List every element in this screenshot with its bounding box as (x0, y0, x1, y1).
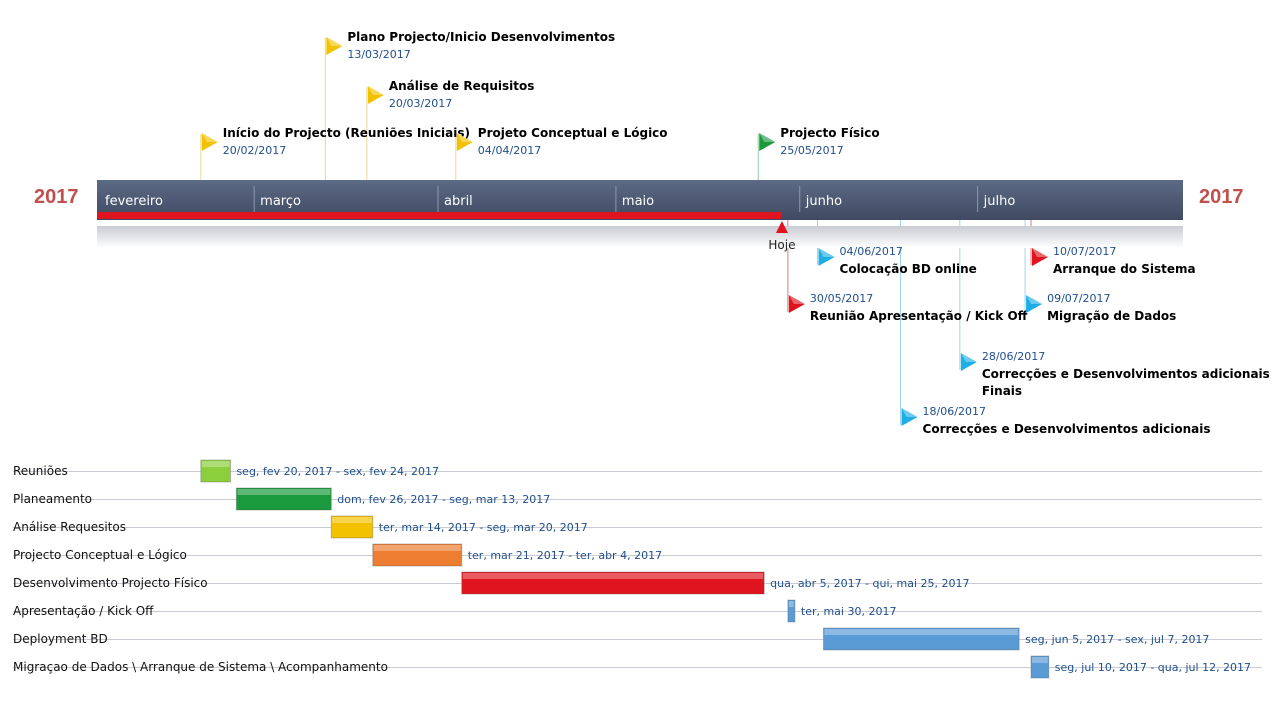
milestone-flag-highlight (759, 133, 776, 142)
milestone-flag-icon (1032, 248, 1049, 266)
milestone-title: Início do Projecto (Reuniões Iniciais) (223, 126, 470, 140)
milestone-flag-highlight (1032, 248, 1049, 257)
task-bar-highlight (201, 461, 230, 467)
milestone-flag-highlight (456, 133, 473, 142)
milestone-flag-highlight (201, 133, 218, 142)
task-bar-highlight (237, 489, 331, 495)
timeline-bar-shadow (97, 226, 1183, 248)
milestone-flag-icon (326, 37, 343, 55)
task-date-range: ter, mar 21, 2017 - ter, abr 4, 2017 (468, 549, 662, 562)
milestone-title: Colocação BD online (840, 262, 977, 276)
task-date-range: dom, fev 26, 2017 - seg, mar 13, 2017 (337, 493, 550, 506)
milestone-flag-highlight (818, 248, 835, 257)
month-label: abril (444, 194, 473, 209)
milestone-title: Correcções e Desenvolvimentos adicionais (923, 422, 1211, 436)
milestone-date: 28/06/2017 (982, 350, 1045, 363)
month-label: julho (983, 194, 1016, 209)
milestone-date: 20/02/2017 (223, 144, 286, 157)
milestone-flag-highlight (326, 37, 343, 46)
milestone-title: Finais (982, 384, 1022, 398)
task-bar (1030, 655, 1050, 679)
task-label: Análise Requesitos (13, 520, 126, 534)
milestone-flag-icon (960, 353, 977, 371)
milestone-date: 10/07/2017 (1053, 245, 1116, 258)
task-label: Apresentação / Kick Off (13, 604, 154, 618)
month-label: junho (805, 194, 842, 209)
task-date-range: seg, fev 20, 2017 - sex, fev 24, 2017 (236, 465, 439, 478)
task-bar-highlight (788, 601, 794, 607)
year-label-left: 2017 (34, 186, 79, 208)
task-label: Deployment BD (13, 632, 108, 646)
milestone-date: 18/06/2017 (923, 405, 986, 418)
today-progress-bar (97, 212, 782, 219)
task-bar (330, 515, 374, 539)
milestone-date: 09/07/2017 (1047, 292, 1110, 305)
task-label: Desenvolvimento Projecto Físico (13, 576, 208, 590)
milestone-flag-icon (201, 133, 218, 151)
month-label: fevereiro (105, 194, 163, 209)
milestone-date: 25/05/2017 (780, 144, 843, 157)
task-bar (372, 543, 463, 567)
task-bar (822, 627, 1020, 651)
year-label-right: 2017 (1199, 186, 1244, 208)
task-label: Projecto Conceptual e Lógico (13, 548, 187, 562)
milestone-title: Migração de Dados (1047, 309, 1176, 323)
task-label: Reuniões (13, 464, 68, 478)
milestone-flag-highlight (901, 408, 918, 417)
milestone-date: 04/06/2017 (840, 245, 903, 258)
task-label: Planeamento (13, 492, 92, 506)
task-bar-highlight (824, 629, 1019, 635)
task-bar-highlight (462, 573, 764, 579)
today-marker (775, 221, 788, 233)
task-label: Migraçao de Dados \ Arranque de Sistema … (13, 660, 388, 674)
milestone-flag-highlight (1026, 295, 1043, 304)
milestone-title: Plano Projecto/Inicio Desenvolvimentos (347, 30, 615, 44)
milestone-date: 20/03/2017 (389, 97, 452, 110)
milestone-title: Correcções e Desenvolvimentos adicionais (982, 367, 1270, 381)
milestone-title: Projecto Físico (780, 126, 879, 140)
month-label: maio (622, 194, 654, 209)
milestone-title: Análise de Requisitos (389, 79, 535, 93)
milestone-flag-highlight (367, 86, 384, 95)
milestone-date: 13/03/2017 (347, 48, 410, 61)
milestone-flag-highlight (960, 353, 977, 362)
milestone-flag-icon (456, 133, 473, 151)
task-bar (200, 459, 231, 483)
task-date-range: ter, mai 30, 2017 (801, 605, 897, 618)
milestone-flag-highlight (788, 295, 805, 304)
milestone-title: Projeto Conceptual e Lógico (478, 126, 668, 140)
milestone-title: Reunião Apresentação / Kick Off (810, 309, 1028, 323)
task-bar (461, 571, 765, 595)
task-bar (787, 599, 796, 623)
milestone-flag-icon (759, 133, 776, 151)
milestone-flag-icon (788, 295, 805, 313)
task-bar-highlight (373, 545, 461, 551)
task-date-range: seg, jul 10, 2017 - qua, jul 12, 2017 (1055, 661, 1251, 674)
month-label: março (260, 194, 301, 209)
task-date-range: qua, abr 5, 2017 - qui, mai 25, 2017 (770, 577, 969, 590)
milestone-flag-icon (818, 248, 835, 266)
milestone-flag-icon (901, 408, 918, 426)
milestone-flag-icon (367, 86, 384, 104)
task-bar-highlight (1032, 657, 1048, 663)
milestone-date: 04/04/2017 (478, 144, 541, 157)
task-date-range: ter, mar 14, 2017 - seg, mar 20, 2017 (379, 521, 588, 534)
milestone-flag-icon (1026, 295, 1043, 313)
milestone-date: 30/05/2017 (810, 292, 873, 305)
task-bar (235, 487, 332, 511)
task-date-range: seg, jun 5, 2017 - sex, jul 7, 2017 (1025, 633, 1209, 646)
task-bar-highlight (332, 517, 372, 523)
today-label: Hoje (768, 238, 795, 252)
milestone-title: Arranque do Sistema (1053, 262, 1196, 276)
